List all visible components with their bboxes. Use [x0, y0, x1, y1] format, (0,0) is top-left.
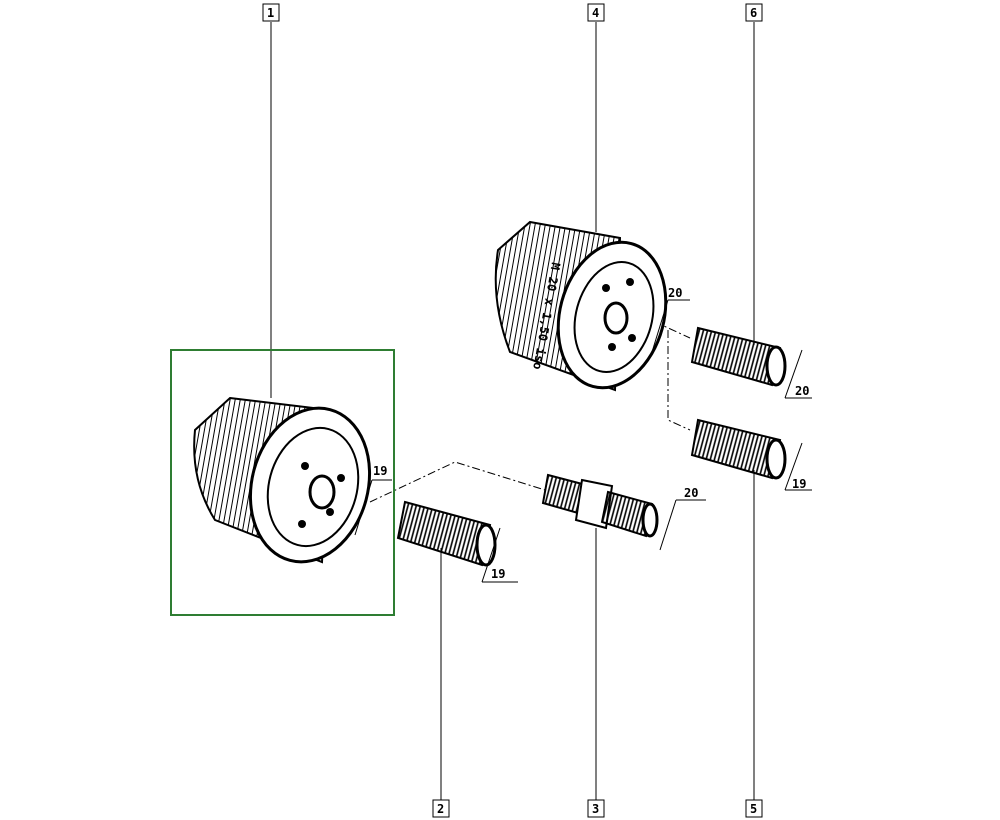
leader-lines [270, 22, 755, 800]
svg-text:2: 2 [437, 802, 444, 816]
threaded-stud-6[interactable] [690, 326, 787, 387]
dimension-stud-2: 19 [491, 567, 505, 581]
oil-filter-4[interactable]: M 20 x 1,50 iso [494, 220, 682, 400]
dimension-nipple-3: 20 [684, 486, 698, 500]
threaded-nipple-3[interactable] [541, 473, 659, 538]
svg-text:5: 5 [750, 802, 757, 816]
dimension-filter-4: 20 [668, 286, 682, 300]
callout-1[interactable]: 1 [262, 3, 280, 22]
assembly-axes [369, 314, 691, 503]
svg-text:4: 4 [592, 6, 599, 20]
threaded-stud-2[interactable] [396, 500, 497, 567]
dimension-stud-5: 19 [792, 477, 806, 491]
callout-4[interactable]: 4 [587, 3, 605, 22]
callout-2[interactable]: 2 [432, 799, 450, 818]
svg-text:6: 6 [750, 6, 757, 20]
dimension-lines [354, 299, 812, 583]
threaded-stud-5[interactable] [690, 418, 787, 480]
dimension-filter-1: 19 [373, 464, 387, 478]
callout-3[interactable]: 3 [587, 799, 605, 818]
dimension-stud-6: 20 [795, 384, 809, 398]
callout-6[interactable]: 6 [745, 3, 763, 22]
callout-5[interactable]: 5 [745, 799, 763, 818]
oil-filter-1[interactable] [193, 395, 386, 576]
svg-text:3: 3 [592, 802, 599, 816]
highlight-frame[interactable] [170, 349, 395, 616]
svg-text:1: 1 [267, 6, 274, 20]
